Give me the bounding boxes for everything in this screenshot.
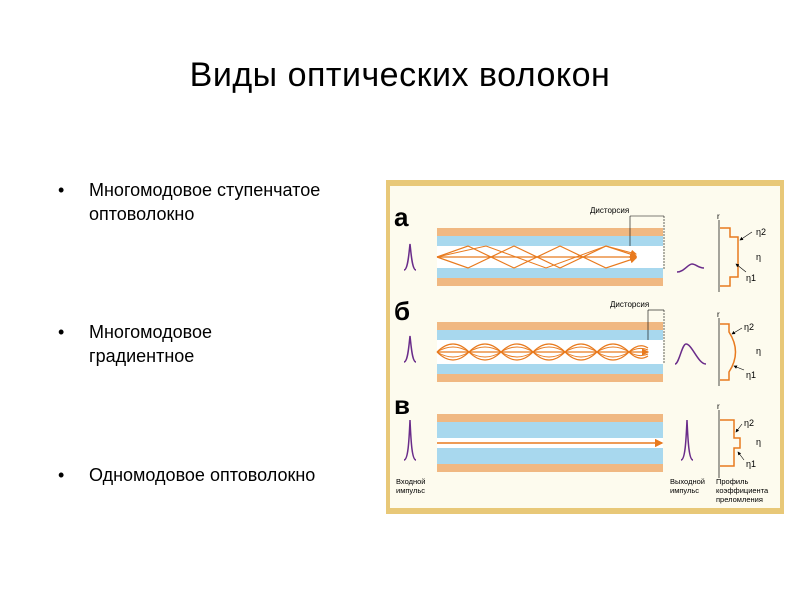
eta-label: η [756, 346, 761, 356]
core-outer-bottom [437, 364, 663, 374]
fiber-diagram: а Дисторсия r η2 η η1 [390, 186, 780, 508]
cladding-top [437, 228, 663, 236]
row-graded-index: б Дисторсия r η2 η η1 [394, 296, 761, 386]
bullet-dot: • [58, 322, 65, 342]
row-letter: а [394, 202, 409, 232]
ray-wave-4 [436, 346, 649, 358]
core-outer-top [437, 330, 663, 340]
output-pulse [680, 419, 694, 461]
output-pulse-caption-2: импульс [670, 486, 699, 495]
svg-text:r: r [717, 212, 720, 221]
cladding-bottom [437, 374, 663, 382]
cladding-bottom [437, 278, 663, 286]
bullet-text: Многомодовое градиентное [89, 322, 213, 366]
index-profile-graded [720, 323, 737, 381]
input-pulse-caption-2: импульс [396, 486, 425, 495]
eta2-label: η2 [744, 418, 754, 428]
output-pulse [676, 263, 705, 273]
distortion-label: Дисторсия [610, 300, 649, 309]
bullet-dot: • [58, 180, 65, 200]
input-pulse-caption-1: Входной [396, 477, 425, 486]
profile-caption-3: преломления [716, 495, 763, 504]
cladding-bottom [437, 464, 663, 472]
bullet-dot: • [58, 465, 65, 485]
input-pulse [403, 243, 417, 271]
fiber-types-figure: а Дисторсия r η2 η η1 [386, 180, 784, 514]
row-letter: б [394, 296, 410, 326]
eta1-label: η1 [746, 370, 756, 380]
core-outer-top [437, 422, 663, 438]
row-step-index: а Дисторсия r η2 η η1 [394, 202, 766, 292]
output-pulse-caption-1: Выходной [670, 477, 705, 486]
eta-label: η [756, 437, 761, 447]
eta1-label: η1 [746, 459, 756, 469]
bullet-text: Многомодовое ступенчатое оптоволокно [89, 180, 321, 224]
cladding-top [437, 322, 663, 330]
ray-zigzag-3 [436, 245, 637, 269]
ray-wave-1 [436, 343, 649, 361]
profile-caption-1: Профиль [716, 477, 748, 486]
row-single-mode: в r η2 η η1 [394, 390, 761, 478]
bullet-text: Одномодовое оптоволокно [89, 465, 316, 485]
row-letter: в [394, 390, 410, 420]
input-pulse [403, 419, 417, 461]
output-pulse [674, 343, 707, 365]
eta2-label: η2 [744, 322, 754, 332]
eta-label: η [756, 252, 761, 262]
slide-title: Виды оптических волокон [189, 56, 611, 94]
svg-text:r: r [717, 402, 720, 411]
input-pulse [403, 335, 417, 363]
cladding-top [437, 414, 663, 422]
eta1-label: η1 [746, 273, 756, 283]
ray-wave-3 [436, 346, 649, 358]
svg-text:r: r [717, 310, 720, 319]
distortion-label: Дисторсия [590, 206, 629, 215]
core-outer-top [437, 236, 663, 246]
core-outer-bottom [437, 268, 663, 278]
core-outer-bottom [437, 448, 663, 464]
index-profile-step [720, 227, 739, 287]
eta2-label: η2 [756, 227, 766, 237]
ray-wave-2 [436, 343, 649, 361]
profile-caption-2: коэффициента [716, 486, 769, 495]
index-profile-single-mode [720, 419, 741, 467]
